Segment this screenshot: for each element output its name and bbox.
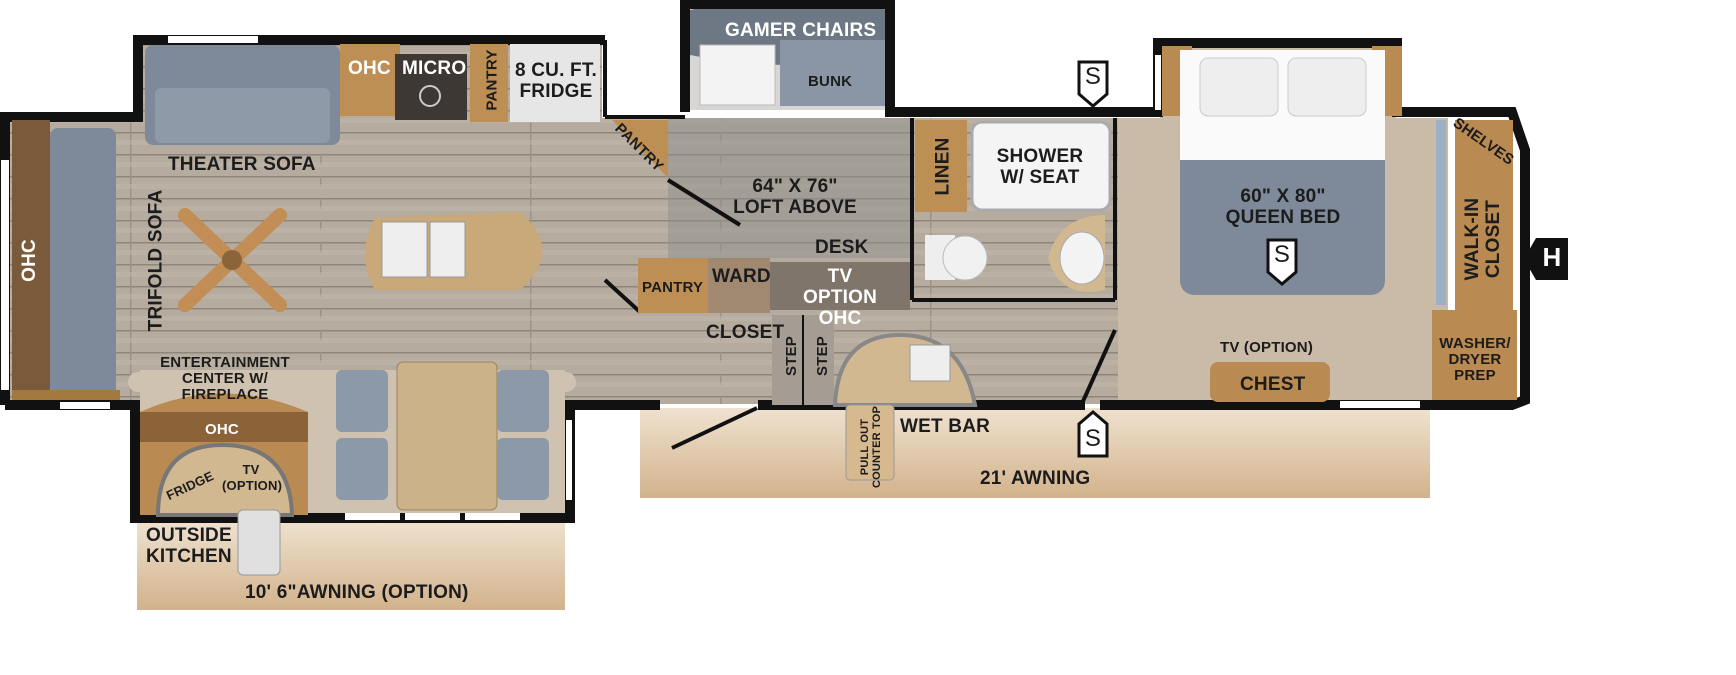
stabilizer-marker-bottom: S bbox=[1077, 410, 1109, 463]
label-desk: DESK bbox=[815, 237, 869, 258]
label-ohc-outside: OHC bbox=[205, 421, 239, 438]
label-micro: MICRO bbox=[402, 58, 467, 79]
label-ward: WARD bbox=[712, 266, 771, 287]
label-queen-bed: 60" X 80" QUEEN BED bbox=[1225, 186, 1341, 228]
label-step-2: STEP bbox=[813, 336, 831, 376]
dining-table bbox=[396, 361, 498, 511]
label-pantry-hall: PANTRY bbox=[642, 279, 704, 296]
awning-outside-kitchen bbox=[137, 520, 565, 610]
dining-chairs bbox=[336, 370, 549, 500]
walk-in-closet bbox=[1455, 120, 1513, 310]
label-chest: CHEST bbox=[1240, 374, 1306, 395]
label-outside-tv: TV (OPTION) bbox=[222, 462, 283, 493]
label-tv-option-bedroom: TV (OPTION) bbox=[1220, 339, 1314, 356]
label-gamer-chairs: GAMER CHAIRS bbox=[725, 20, 877, 41]
label-outside-kitchen: OUTSIDE KITCHEN bbox=[146, 525, 232, 567]
washer-dryer bbox=[1432, 310, 1517, 400]
outside-sink bbox=[237, 509, 281, 576]
label-entertainment-center: ENTERTAINMENT CENTER W/ FIREPLACE bbox=[160, 354, 290, 403]
label-awning-small: 10' 6"AWNING (OPTION) bbox=[245, 582, 469, 603]
label-closet: CLOSET bbox=[706, 322, 785, 343]
trifold-sofa bbox=[50, 128, 116, 396]
hitch-marker: H bbox=[1522, 236, 1570, 287]
shower bbox=[970, 120, 1112, 212]
loft-area bbox=[668, 118, 912, 258]
label-washer-dryer: WASHER/ DRYER PREP bbox=[1439, 335, 1511, 384]
awning-main bbox=[640, 408, 1430, 498]
label-ohc-kitchen: OHC bbox=[348, 58, 391, 79]
label-loft: 64" X 76" LOFT ABOVE bbox=[733, 176, 857, 218]
stabilizer-marker-top: S bbox=[1077, 60, 1109, 113]
label-step-1: STEP bbox=[782, 336, 800, 376]
label-walk-in-closet: WALK-IN CLOSET bbox=[1462, 197, 1504, 281]
label-front-ohc: OHC bbox=[18, 239, 40, 282]
label-fridge: 8 CU. FT. FRIDGE bbox=[514, 60, 598, 102]
label-bunk: BUNK bbox=[808, 73, 853, 90]
label-wet-bar: WET BAR bbox=[900, 416, 991, 437]
stabilizer-marker-bed: S bbox=[1266, 238, 1298, 291]
label-awning-main: 21' AWNING bbox=[980, 468, 1091, 489]
label-theater-sofa: THEATER SOFA bbox=[168, 154, 316, 175]
label-shower: SHOWER W/ SEAT bbox=[996, 146, 1084, 188]
label-tv-option-ohc: TV OPTION OHC bbox=[802, 266, 878, 329]
label-trifold-sofa: TRIFOLD SOFA bbox=[145, 189, 167, 332]
front-ohc bbox=[12, 120, 50, 395]
fridge bbox=[510, 44, 600, 122]
bunk bbox=[780, 40, 885, 106]
label-linen: LINEN bbox=[932, 137, 954, 196]
pull-out-counter bbox=[845, 404, 895, 481]
label-pull-out-counter: PULL OUT COUNTER TOP bbox=[859, 405, 883, 489]
chest bbox=[1210, 362, 1330, 402]
label-pantry-kitchen: PANTRY bbox=[483, 49, 501, 111]
